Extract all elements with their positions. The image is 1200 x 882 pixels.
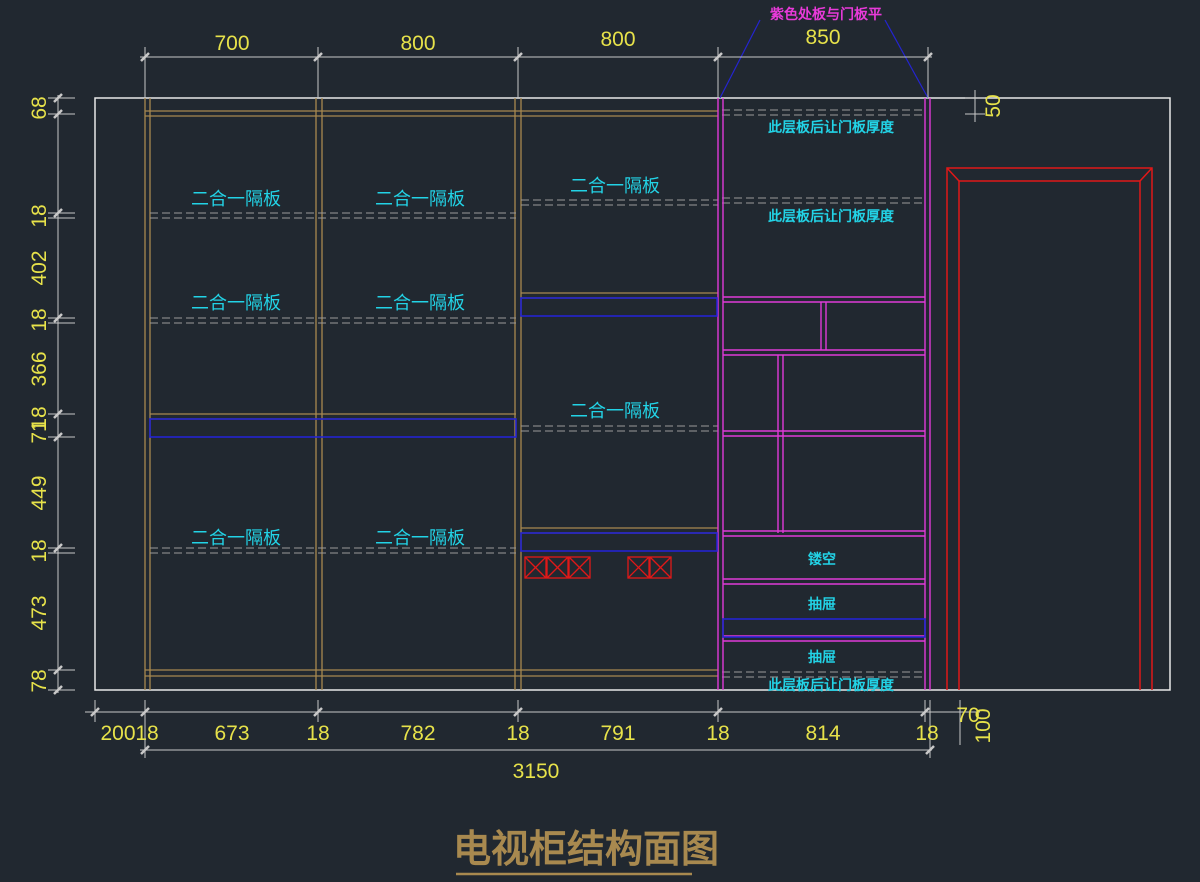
dimension-lines: [48, 47, 985, 758]
blue-rails: [149, 297, 926, 638]
right-dim-100: 100: [972, 708, 995, 743]
dimension-ticks: [53, 52, 935, 755]
purple-note: 紫色处板与门板平: [770, 6, 882, 23]
left-dim-68: 68: [28, 96, 51, 119]
bottom-dim-782: 782: [400, 722, 435, 745]
shelf-note-3: 此层板后让门板厚度: [768, 677, 895, 694]
purple-callout-lines: [719, 19, 929, 99]
drawer-label-1: 抽屉: [808, 596, 836, 613]
partition-label-2: 二合一隔板: [375, 189, 465, 210]
left-dim-402: 402: [28, 250, 51, 285]
bottom-dim-18b: 18: [306, 722, 329, 745]
bottom-dim-673: 673: [214, 722, 249, 745]
left-dim-78: 78: [28, 669, 51, 692]
partition-label-1: 二合一隔板: [191, 189, 281, 210]
partition-label-5: 二合一隔板: [375, 293, 465, 314]
left-dim-18b: 18: [28, 308, 51, 331]
bottom-dim-200: 200: [100, 722, 135, 745]
hollow-label: 镂空: [808, 551, 836, 568]
bottom-dim-18e: 18: [915, 722, 938, 745]
drawing-title: 电视柜结构面图: [453, 827, 719, 871]
bottom-dim-814: 814: [805, 722, 840, 745]
partition-label-4: 二合一隔板: [191, 293, 281, 314]
left-dim-449: 449: [28, 475, 51, 510]
shelf-note-2: 此层板后让门板厚度: [768, 208, 895, 225]
dashed-shelves: [150, 109, 924, 678]
bottom-dim-18c: 18: [506, 722, 529, 745]
left-dim-18a: 18: [28, 204, 51, 227]
top-dim-1: 700: [214, 32, 249, 55]
left-dim-18c: 18: [28, 406, 51, 429]
top-dim-2: 800: [400, 32, 435, 55]
bottom-dim-791: 791: [600, 722, 635, 745]
top-dim-4: 850: [805, 26, 840, 49]
total-dim: 3150: [513, 760, 560, 783]
bottom-dim-18d: 18: [706, 722, 729, 745]
drawer-label-2: 抽屉: [808, 649, 836, 666]
partition-label-3: 二合一隔板: [570, 176, 660, 197]
left-dim-366: 366: [28, 351, 51, 386]
left-dim-473: 473: [28, 595, 51, 630]
partition-label-8: 二合一隔板: [375, 528, 465, 549]
right-dim-50: 50: [982, 94, 1005, 117]
right-dim-70: 70: [956, 704, 979, 727]
bottom-dim-18a: 18: [135, 722, 158, 745]
top-dim-3: 800: [600, 28, 635, 51]
partition-label-6: 二合一隔板: [570, 401, 660, 422]
red-door-frame: [946, 167, 1153, 690]
red-socket-boxes: [524, 556, 672, 579]
partition-label-7: 二合一隔板: [191, 528, 281, 549]
left-dim-71: 71: [28, 420, 51, 443]
purple-display-cabinet: [717, 98, 931, 690]
wall-outline: [94, 97, 1171, 691]
cabinet-frame: [144, 98, 718, 690]
left-dim-18d: 18: [28, 539, 51, 562]
shelf-note-1: 此层板后让门板厚度: [768, 119, 895, 136]
